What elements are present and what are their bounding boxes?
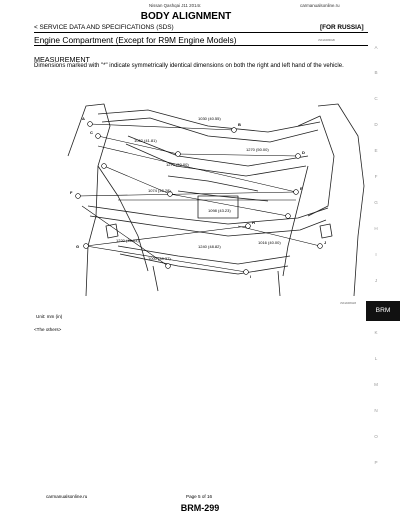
- point-label: A: [82, 116, 85, 121]
- dim-label: 1098 (43.23): [208, 208, 231, 213]
- figure-code: JSKIA0081ZZ: [340, 302, 357, 305]
- side-tab-h[interactable]: H: [374, 226, 378, 231]
- point-label: F: [70, 190, 73, 195]
- side-tab-j[interactable]: J: [374, 278, 378, 283]
- dim-label: 1062 (41.81): [134, 138, 157, 143]
- dim-label: 1000 (39.37): [148, 256, 171, 261]
- side-tab-o[interactable]: O: [374, 434, 378, 439]
- subsection-title: Engine Compartment (Except for R9M Engin…: [34, 35, 237, 45]
- dim-label: 1240 (48.82): [198, 244, 221, 249]
- region-label: [FOR RUSSIA]: [320, 24, 364, 31]
- side-tab-n[interactable]: N: [374, 408, 378, 413]
- point-label: H: [252, 220, 255, 225]
- unit-label: Unit: mm (in): [36, 314, 63, 319]
- dim-label: 1270 (50.00): [166, 162, 189, 167]
- section-title[interactable]: < SERVICE DATA AND SPECIFICATIONS (SDS): [34, 24, 174, 31]
- header-rule: [34, 32, 368, 33]
- dim-label: 1270 (50.00): [246, 147, 269, 152]
- site-name: carmanualsonline.ru: [300, 3, 340, 8]
- side-tab-l[interactable]: L: [374, 356, 378, 361]
- side-tab-f[interactable]: F: [374, 174, 378, 179]
- reference-code: JSKIA0080GB: [318, 39, 335, 42]
- manual-title: Nissan Qashqai J11 2014r.: [149, 3, 202, 8]
- dim-label: 1220 (48.03): [116, 238, 139, 243]
- page-indicator: Page 5 of 16: [186, 494, 213, 499]
- side-tab-d[interactable]: D: [374, 122, 378, 127]
- side-tab-i[interactable]: I: [375, 252, 377, 257]
- side-tab-k[interactable]: K: [374, 330, 378, 335]
- page-title: BODY ALIGNMENT: [140, 11, 232, 22]
- point-label: G: [76, 244, 79, 249]
- side-tab-b[interactable]: B: [374, 70, 378, 75]
- side-tab-g[interactable]: G: [374, 200, 378, 205]
- point-label: J: [324, 240, 326, 245]
- measurement-heading: MEASUREMENT: [34, 55, 90, 64]
- dim-label: 1074 (42.28): [148, 188, 171, 193]
- side-tab-m[interactable]: M: [374, 382, 378, 387]
- point-label: E: [300, 186, 303, 191]
- side-tab-c[interactable]: C: [374, 96, 378, 101]
- dim-label: 1030 (40.55): [198, 116, 221, 121]
- side-tab-a[interactable]: A: [374, 45, 378, 50]
- point-label: B: [238, 122, 241, 127]
- side-tab-e[interactable]: E: [374, 148, 378, 153]
- engine-compartment-diagram: 1030 (40.55) 1062 (41.81) 1270 (50.00) 1…: [67, 103, 365, 297]
- measurement-description: Dimensions marked with "*" indicate symm…: [34, 63, 344, 69]
- footer-site: carmanualsonline.ru: [46, 494, 88, 499]
- side-tab-p[interactable]: P: [374, 460, 378, 465]
- dim-label: 1016 (40.00): [258, 240, 281, 245]
- side-tab-active[interactable]: BRM: [366, 301, 400, 321]
- page-code: BRM-299: [180, 503, 220, 513]
- point-label: C: [90, 130, 93, 135]
- point-label: I: [250, 274, 251, 279]
- subtitle-rule: [34, 45, 368, 46]
- point-label: D: [302, 150, 305, 155]
- others-note: <The others>: [34, 327, 62, 332]
